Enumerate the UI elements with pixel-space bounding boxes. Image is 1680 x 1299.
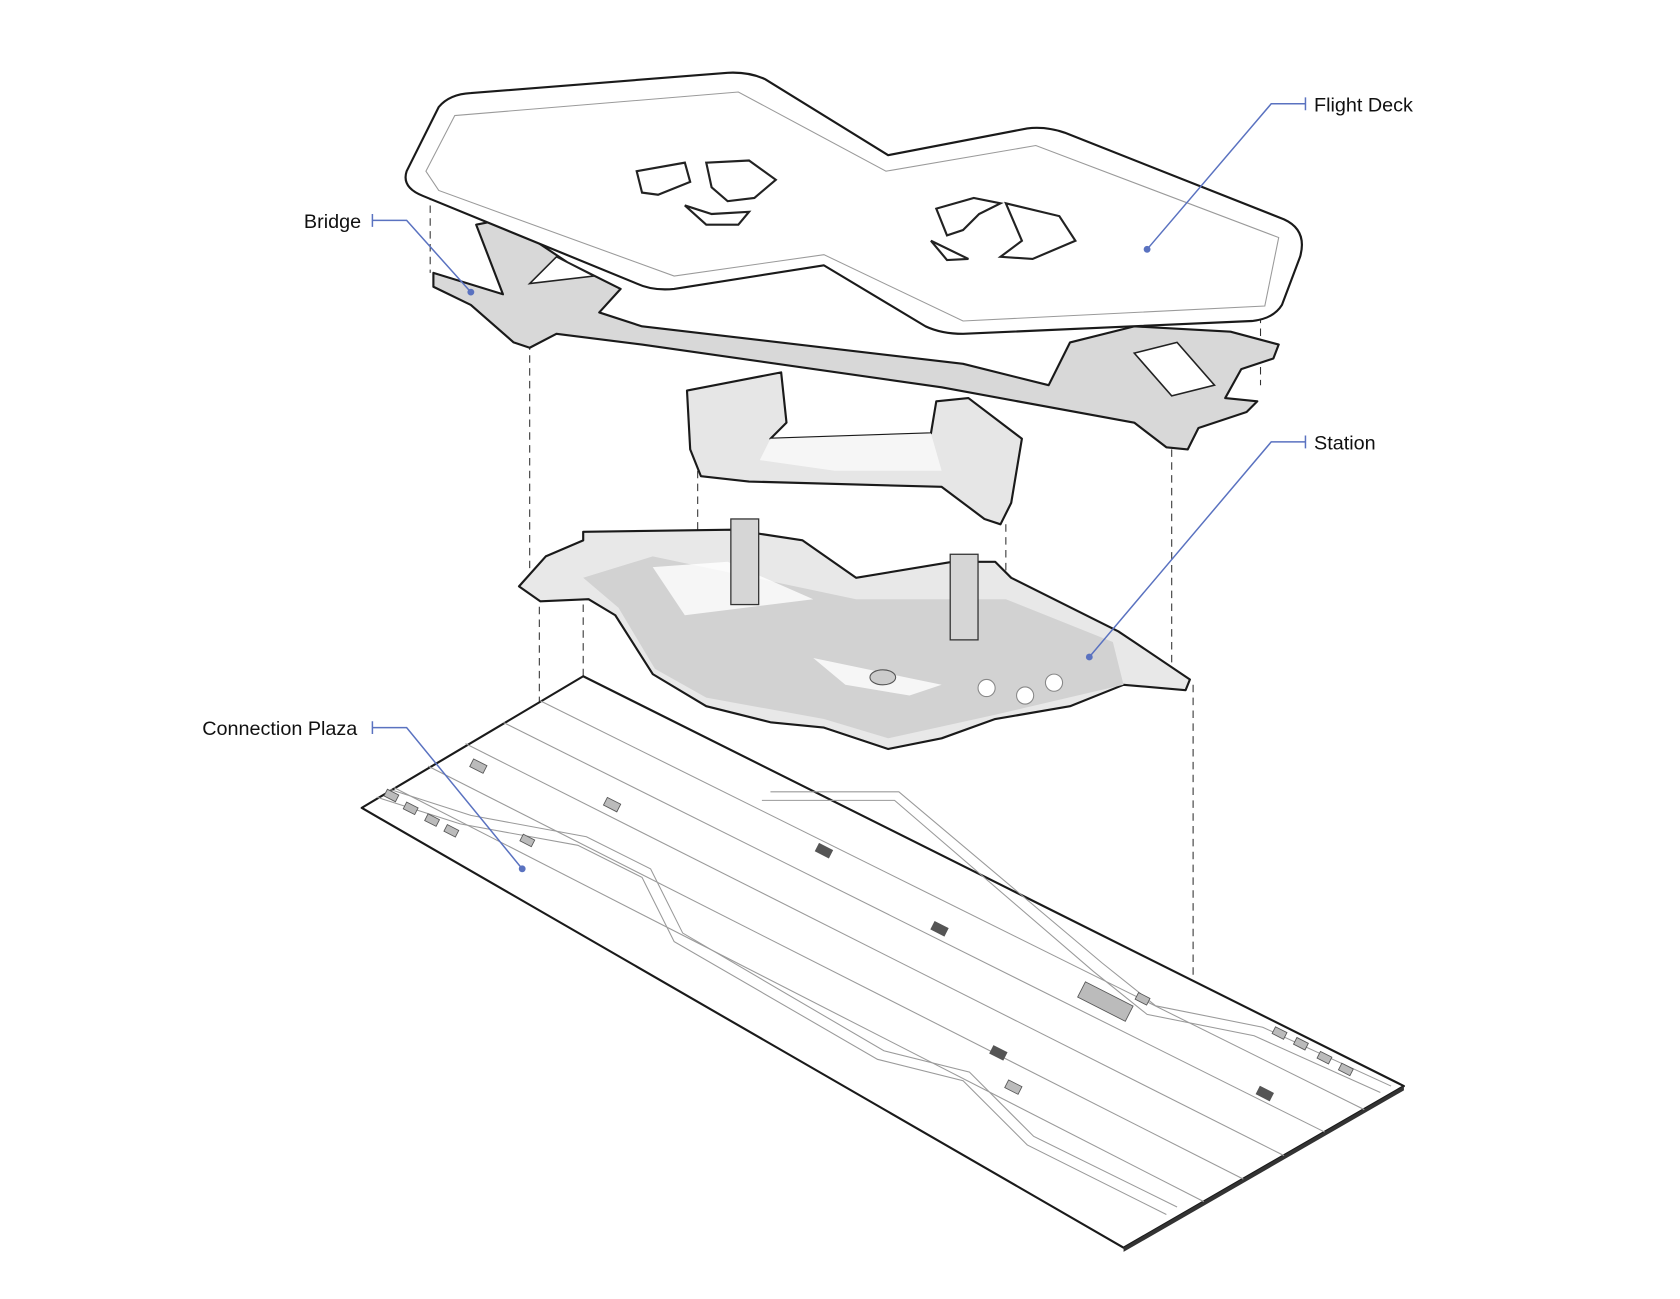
station-canopy [685, 371, 1023, 526]
station-label: Station [1314, 432, 1376, 454]
bridge-label: Bridge [304, 211, 361, 233]
label-flight-deck: Flight Deck [1143, 94, 1413, 253]
label-connection-plaza: Connection Plaza [202, 718, 526, 873]
connection-plaza [360, 675, 1405, 1252]
opening-left [635, 159, 778, 226]
opening-right [930, 196, 1077, 262]
vehicles [383, 758, 1354, 1102]
connection-plaza-label: Connection Plaza [202, 718, 357, 740]
flight-deck-label: Flight Deck [1314, 94, 1413, 116]
label-bridge: Bridge [304, 211, 475, 296]
label-station: Station [1085, 432, 1376, 661]
station [517, 518, 1191, 751]
flight-deck [404, 71, 1303, 335]
bridge [432, 218, 1280, 451]
